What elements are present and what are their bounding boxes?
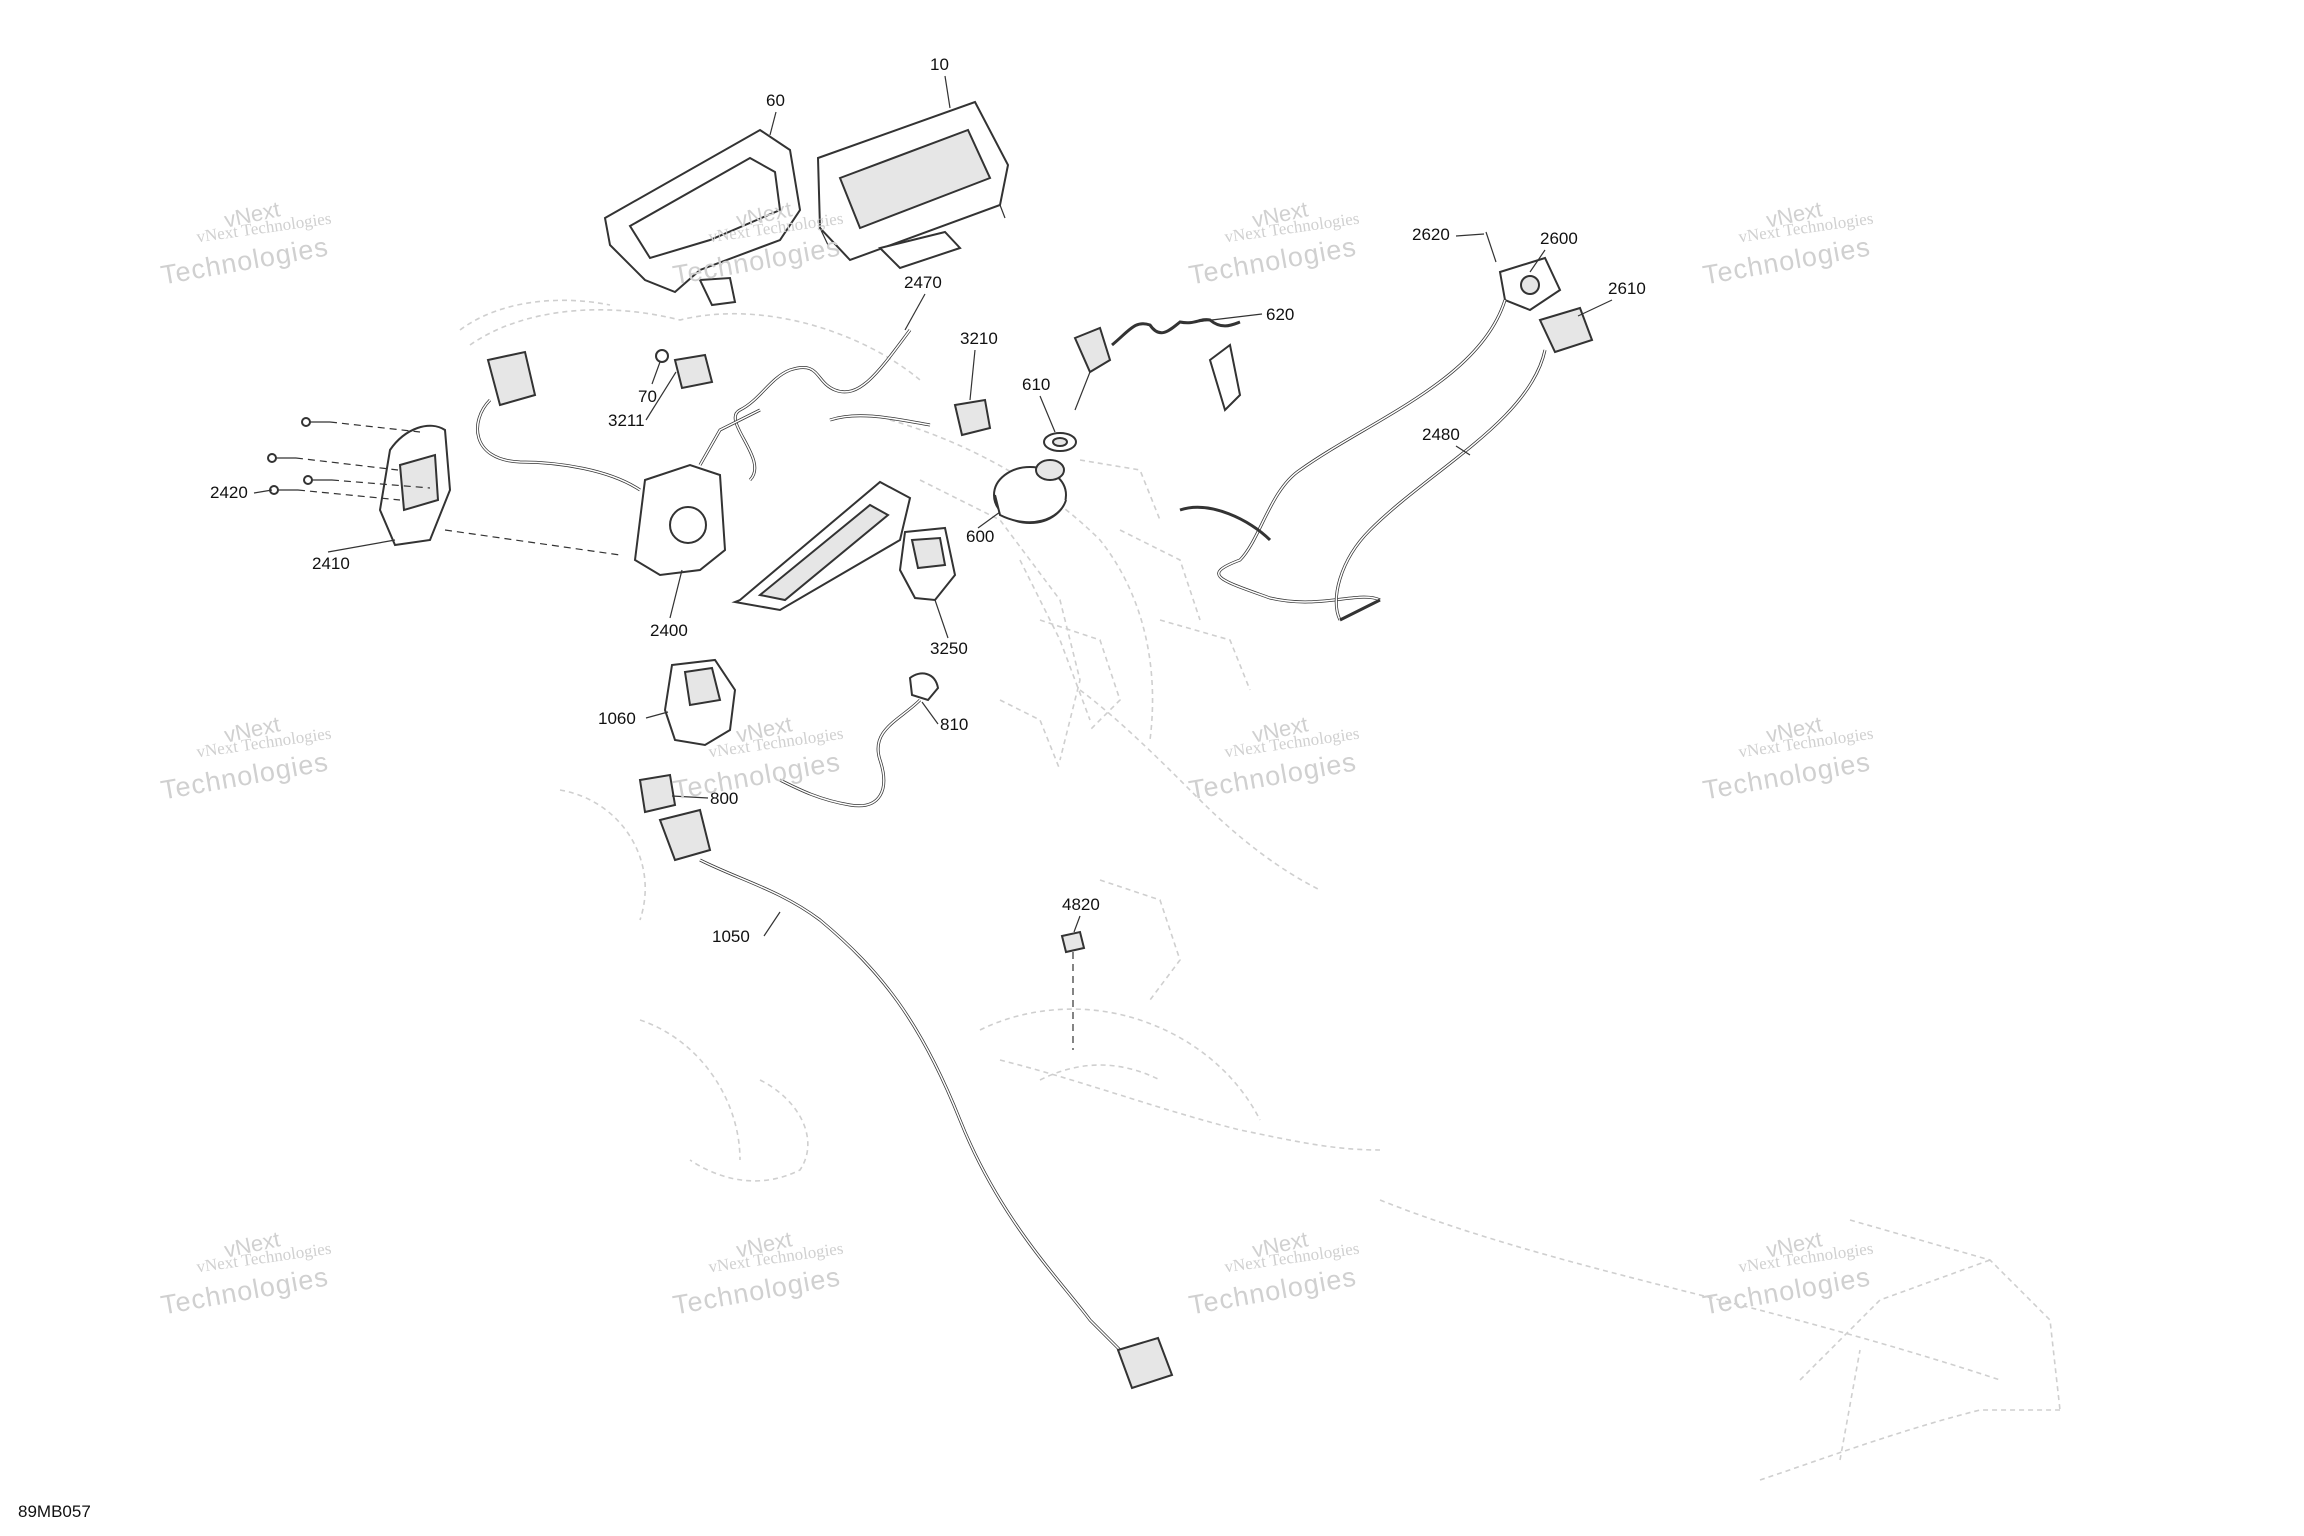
ignition-switch-600-part xyxy=(993,459,1067,524)
mount-bracket-part xyxy=(731,480,912,612)
harness-1050-part xyxy=(658,808,1174,1390)
ghost-vehicle-outline xyxy=(459,299,2061,1481)
connector-2600-part xyxy=(1498,256,1562,312)
callout-610: 610 xyxy=(1022,375,1050,394)
switch-guide-line xyxy=(444,529,621,556)
sensor-810-part xyxy=(779,672,940,808)
callout-60: 60 xyxy=(766,91,785,110)
screw-guide-lines xyxy=(295,421,431,501)
callout-2610: 2610 xyxy=(1608,279,1646,298)
connector-2610-part xyxy=(1538,306,1594,354)
callout-810: 810 xyxy=(940,715,968,734)
tether-cord-620-part xyxy=(1073,318,1242,412)
callout-600: 600 xyxy=(966,527,994,546)
gauge-cluster-part xyxy=(816,100,1010,270)
callout-70: 70 xyxy=(638,387,657,406)
callout-800: 800 xyxy=(710,789,738,808)
harness-2470-part xyxy=(733,329,931,482)
ignition-nut-610-part xyxy=(1043,432,1077,452)
handlebar-switch-2400-part xyxy=(476,350,761,577)
callout-1060: 1060 xyxy=(598,709,636,728)
callout-10: 10 xyxy=(930,55,949,74)
pin-2620-part xyxy=(1485,231,1497,263)
figure-code: 89MB057 xyxy=(18,1502,91,1521)
switch-3250-part xyxy=(898,526,957,602)
callout-1050: 1050 xyxy=(712,927,750,946)
callout-labels: 10 60 70 2470 3210 3211 2420 2410 2400 6… xyxy=(210,55,1646,946)
switch-cover-2410-part xyxy=(378,424,452,547)
screws-2420-part xyxy=(267,417,332,495)
callout-2400: 2400 xyxy=(650,621,688,640)
callout-620: 620 xyxy=(1266,305,1294,324)
connector-3210-part xyxy=(953,398,992,437)
connector-800-part xyxy=(638,773,677,814)
callout-2410: 2410 xyxy=(312,554,350,573)
callout-2470: 2470 xyxy=(904,273,942,292)
callout-2620: 2620 xyxy=(1412,225,1450,244)
callout-3250: 3250 xyxy=(930,639,968,658)
callout-3211: 3211 xyxy=(608,411,645,430)
callout-3210: 3210 xyxy=(960,329,998,348)
leader-lines xyxy=(253,75,1613,937)
switch-1060-part xyxy=(663,658,737,747)
clip-part xyxy=(655,349,669,363)
callout-4820: 4820 xyxy=(1062,895,1100,914)
callout-2420: 2420 xyxy=(210,483,248,502)
harness-2480-part xyxy=(1179,299,1547,622)
callout-2600: 2600 xyxy=(1540,229,1578,248)
cluster-bezel-part xyxy=(603,128,802,307)
callout-2480: 2480 xyxy=(1422,425,1460,444)
nut-4820-part xyxy=(1060,930,1086,954)
connector-3211-part xyxy=(673,353,714,390)
